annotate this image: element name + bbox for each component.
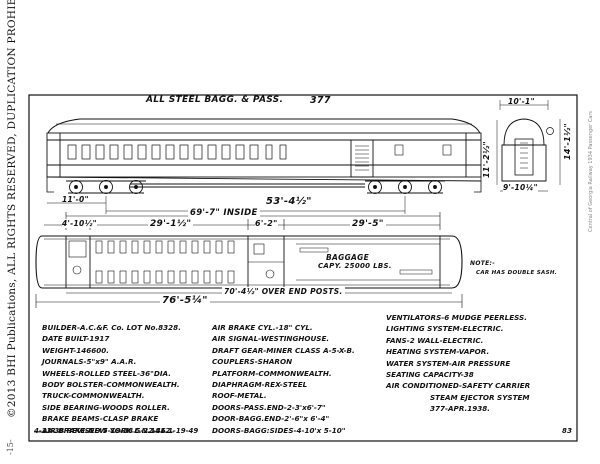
baggage-capacity: CAPY. 25000 LBS. xyxy=(318,262,392,270)
dim-truck-offset: 11'-0" xyxy=(62,195,89,204)
spec-line: WATER SYSTEM-AIR PRESSURE xyxy=(386,358,511,368)
spec-line: BRAKE BEAMS-CLASP BRAKE xyxy=(42,414,159,424)
note-heading: NOTE:- xyxy=(470,260,496,267)
spec-line: PLATFORM-COMMONWEALTH. xyxy=(212,368,332,378)
spec-line: AIR BRAKE CYL.-18" CYL. xyxy=(212,323,313,332)
sheet-number: 83 xyxy=(562,427,573,435)
spec-line: DRAFT GEAR-MINER CLASS A-5-X-B. xyxy=(212,345,355,355)
dim-seating: 29'-1½" xyxy=(148,219,194,229)
spec-line: SIDE BEARING-WOODS ROLLER. xyxy=(42,402,170,412)
dim-overall: 76'-5¼" xyxy=(160,295,210,306)
spec-line: AIR CONDITIONED-SAFETY CARRIER xyxy=(386,381,531,391)
dim-center: 6'-2" xyxy=(255,219,278,228)
dim-baggage-length: 29'-5" xyxy=(350,219,386,229)
car-number: 377 xyxy=(310,95,331,106)
baggage-label: BAGGAGE xyxy=(326,253,370,262)
spec-line: JOURNALS-5"x9" A.A.R. xyxy=(42,357,137,367)
side-windows xyxy=(67,144,287,160)
spec-line: ROOF-METAL. xyxy=(212,391,267,401)
revision-line: 4-23-38 REVISED 5-19-38 5-22-46 1-19-49 xyxy=(34,427,199,435)
spec-line: COUPLERS-SHARON xyxy=(212,357,293,367)
spec-line: BODY BOLSTER-COMMONWEALTH. xyxy=(42,379,180,389)
spec-column-3-extra: STEAM EJECTOR SYSTEM 377-APR.1938. xyxy=(430,392,530,415)
spec-line: DOORS-PASS.END-2-3'x6'-7" xyxy=(212,402,326,412)
spec-line: DIAPHRAGM-REX-STEEL xyxy=(212,379,308,389)
spec-column-3: VENTILATORS-6 MUDGE PEERLESS. LIGHTING S… xyxy=(386,312,530,392)
right-truck xyxy=(365,180,445,194)
end-top-width: 10'-1" xyxy=(508,97,535,106)
drawing-title: ALL STEEL BAGG. & PASS. xyxy=(146,95,284,105)
dim-truck-centers: 53'-4½" xyxy=(264,196,314,207)
spec-line: DOORS-BAGG:SIDES-4-10'x 5-10" xyxy=(212,425,346,435)
end-bottom-width: 9'-10¼" xyxy=(503,183,538,192)
spec-line: VENTILATORS-6 MUDGE PEERLESS. xyxy=(386,313,527,322)
spec-line: WEIGHT-146600. xyxy=(42,345,109,355)
spec-line: STEAM EJECTOR SYSTEM xyxy=(430,393,530,402)
spec-line: AIR BRAKE-NEW YORK L.N.1812. xyxy=(42,425,174,435)
left-truck xyxy=(66,180,146,194)
dim-over-end-posts: 70'-4½" OVER END POSTS. xyxy=(222,287,345,296)
seat-rows xyxy=(95,240,235,284)
dim-inside: 69'-7" INSIDE xyxy=(188,208,260,218)
spec-line: TRUCK-COMMONWEALTH. xyxy=(42,391,145,401)
spec-line: HEATING SYSTEM-VAPOR. xyxy=(386,347,490,357)
note-text: CAR HAS DOUBLE SASH. xyxy=(476,270,558,276)
spec-line: SEATING CAPACITY-38 xyxy=(386,369,474,379)
spec-line: 377-APR.1938. xyxy=(430,404,490,414)
spec-line: DATE BUILT-1917 xyxy=(42,334,110,344)
dim-end-left: 4'-10½" xyxy=(62,219,97,228)
spec-line: WHEELS-ROLLED STEEL-36"DIA. xyxy=(42,368,171,378)
spec-column-1: BUILDER-A.C.&F. Co. LOT No.8328. DATE BU… xyxy=(42,322,181,436)
spec-line: LIGHTING SYSTEM-ELECTRIC. xyxy=(386,324,504,334)
spec-line: AIR SIGNAL-WESTINGHOUSE. xyxy=(212,334,330,344)
spec-column-2: AIR BRAKE CYL.-18" CYL. AIR SIGNAL-WESTI… xyxy=(212,322,355,436)
spec-line: DOOR-BAGG.END-2'-6"x 6'-4" xyxy=(212,414,330,424)
spec-line: BUILDER-A.C.&F. Co. LOT No.8328. xyxy=(42,323,181,332)
spec-line: FANS-2 WALL-ELECTRIC. xyxy=(386,335,484,345)
